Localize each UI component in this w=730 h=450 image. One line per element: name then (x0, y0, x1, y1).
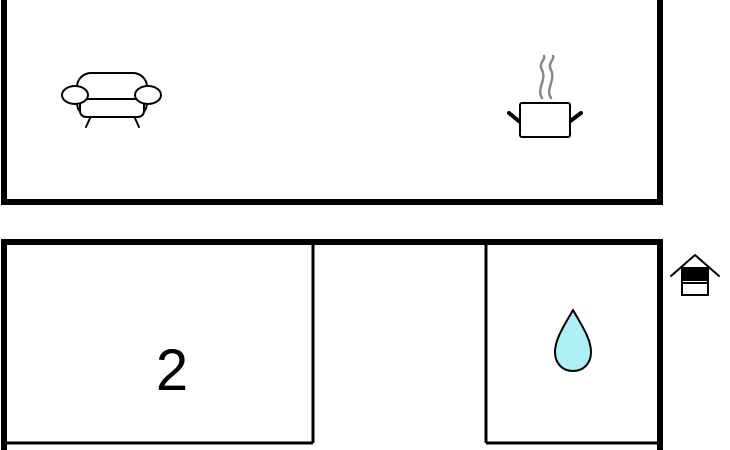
sofa-icon (61, 72, 162, 128)
room-number: 2 (156, 338, 188, 403)
top-room (1, 0, 663, 205)
cooking-pot-icon (507, 54, 583, 138)
bedroom: 2 (4, 242, 315, 445)
house-entrance-icon (670, 254, 720, 296)
bathroom (484, 242, 660, 445)
lower-unit (1, 239, 663, 450)
water-drop-icon (554, 309, 592, 372)
